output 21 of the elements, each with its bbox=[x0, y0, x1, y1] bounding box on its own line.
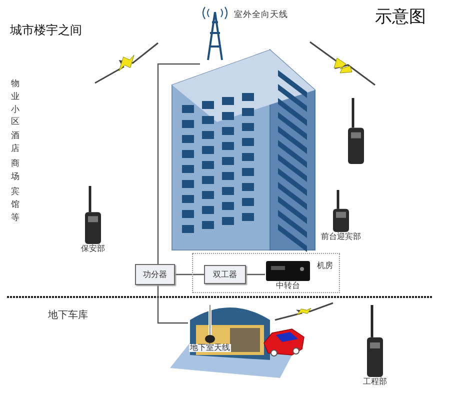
connector-line bbox=[157, 63, 200, 264]
text-label: 宾馆等 bbox=[11, 186, 21, 224]
text-label: 酒店 bbox=[11, 130, 21, 156]
text-label: 物业小区 bbox=[11, 78, 21, 129]
node-label: 室外全向天线 bbox=[234, 11, 288, 20]
node-label: 工程部 bbox=[363, 378, 387, 386]
text-label: 城市楼宇之间 bbox=[10, 24, 82, 36]
device-box: 双工器 bbox=[204, 265, 246, 284]
device-box: 功分器 bbox=[135, 264, 175, 285]
node-label: 地下室天线 bbox=[189, 344, 231, 352]
node-label: 前台迎宾部 bbox=[321, 233, 361, 241]
text-label: 地下车库 bbox=[48, 311, 88, 321]
title: 示意图 bbox=[375, 9, 426, 26]
room-label: 机房 bbox=[317, 260, 333, 271]
dashed-frame bbox=[192, 253, 340, 293]
text-label: 商场 bbox=[11, 158, 21, 184]
connector-line bbox=[157, 285, 188, 324]
node-label: 中转台 bbox=[276, 282, 300, 290]
connector-line bbox=[175, 274, 204, 276]
node-label: 保安部 bbox=[81, 245, 105, 253]
connector-line bbox=[246, 274, 265, 276]
